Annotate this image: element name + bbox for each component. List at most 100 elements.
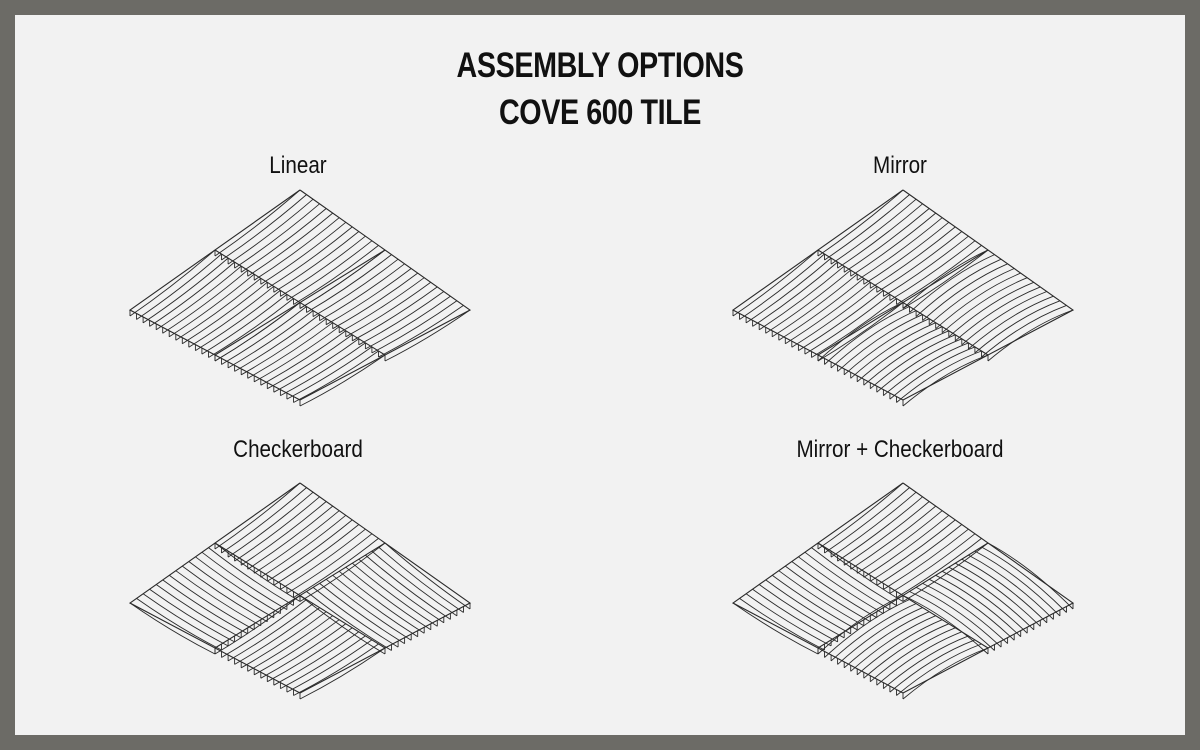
label-mirror-checkerboard: Mirror + Checkerboard — [796, 436, 1004, 463]
tile-slat — [234, 496, 320, 562]
tile-slat — [253, 326, 340, 383]
tile-slat — [870, 519, 956, 582]
tile-slat — [325, 268, 412, 326]
tile-slat — [273, 524, 360, 586]
tile-slat — [824, 599, 910, 658]
tile-slat — [811, 547, 897, 606]
tile-slat — [909, 591, 995, 651]
linear-assembly-drawing — [128, 189, 472, 407]
mirror-checkerboard-assembly-drawing — [731, 482, 1075, 700]
tile-slat — [221, 487, 307, 554]
tile-slat — [902, 595, 989, 655]
tile-slat — [306, 591, 392, 651]
tile-slat — [889, 533, 976, 594]
tile-slat — [935, 574, 1022, 638]
tile-slat — [384, 542, 471, 610]
tile-slat — [155, 584, 242, 639]
tile-slat — [889, 639, 976, 693]
tile-slat — [915, 586, 1002, 648]
tile-slat — [824, 194, 910, 261]
tile-slat — [168, 574, 255, 631]
tile-slat — [752, 261, 838, 327]
tile-slat — [214, 302, 301, 362]
tile-slat — [974, 550, 1061, 617]
tile-slat — [214, 482, 301, 550]
tile-slat — [896, 643, 982, 696]
label-mirror: Mirror — [873, 152, 927, 179]
checkerboard-assembly-drawing — [128, 482, 472, 700]
tile-slat — [332, 574, 418, 638]
tile-slat — [365, 295, 451, 350]
tile-slat — [214, 189, 301, 257]
tile-slat — [286, 240, 373, 301]
tile-slat — [129, 249, 216, 317]
tile-slat — [234, 607, 320, 665]
tile-slat — [837, 314, 923, 372]
tile-slat — [896, 350, 982, 403]
tile-slat — [345, 566, 432, 631]
tile-slat — [358, 558, 445, 624]
tile-slat — [247, 212, 333, 277]
tile-slat — [928, 268, 1015, 326]
tile-slat — [240, 208, 327, 273]
tile-slat — [765, 269, 851, 334]
tile-slat — [260, 623, 347, 679]
tile-slat — [280, 635, 366, 689]
tile-slat — [273, 631, 360, 686]
tile-slat — [896, 538, 982, 598]
tile-slat — [293, 643, 379, 696]
tile-slat — [843, 208, 930, 273]
tile-slat — [312, 258, 399, 317]
tile-frame — [128, 189, 472, 401]
tile-slat — [168, 273, 255, 338]
tile-slat — [221, 306, 307, 365]
tile-slat — [981, 304, 1067, 358]
tile-slat — [142, 593, 229, 647]
tile-slat — [968, 554, 1054, 620]
tile-slat — [732, 249, 819, 317]
label-checkerboard: Checkerboard — [233, 436, 363, 463]
tile-slat — [778, 277, 865, 341]
tile-slat — [227, 491, 314, 558]
tile-slat — [889, 240, 976, 301]
tile-slat — [267, 519, 353, 582]
tile-slat — [817, 482, 904, 550]
tile-slat — [811, 298, 897, 358]
tile-slat — [739, 253, 825, 320]
tile-slat — [149, 261, 235, 327]
tile-slat — [830, 310, 917, 369]
tile-slat — [371, 300, 458, 354]
tile-slat — [240, 611, 327, 669]
tile-slat — [195, 556, 281, 614]
tile-slat — [273, 338, 360, 393]
tile-slat — [332, 272, 418, 330]
tile-slat — [182, 281, 268, 345]
tile-slat — [902, 542, 989, 602]
tile-slat — [286, 639, 373, 693]
tile-slat — [253, 510, 340, 574]
tile-slat — [902, 249, 989, 309]
tile-slat — [856, 510, 943, 574]
tile-slat — [883, 342, 969, 396]
tile-slat — [293, 350, 379, 403]
tile-slat — [752, 588, 838, 643]
tile-slat — [201, 294, 288, 355]
tile-slat — [286, 346, 373, 400]
tile-slat — [876, 338, 962, 393]
tile-slat — [745, 257, 832, 324]
tile-slat — [837, 607, 923, 665]
tile-slat — [155, 265, 242, 331]
tile-slat — [247, 505, 333, 570]
tile-frame — [731, 482, 1075, 694]
tile-slat — [227, 310, 314, 369]
tile-slat — [771, 574, 858, 631]
tile-slat — [221, 194, 307, 261]
tile-slat — [758, 265, 845, 331]
tile-slat — [902, 647, 989, 700]
tile-slat — [876, 631, 962, 686]
tile-slat — [162, 269, 248, 334]
tile-slat — [745, 593, 832, 647]
tile-slat — [817, 189, 904, 257]
tile-slat — [896, 245, 982, 305]
tile-slat — [175, 570, 262, 627]
